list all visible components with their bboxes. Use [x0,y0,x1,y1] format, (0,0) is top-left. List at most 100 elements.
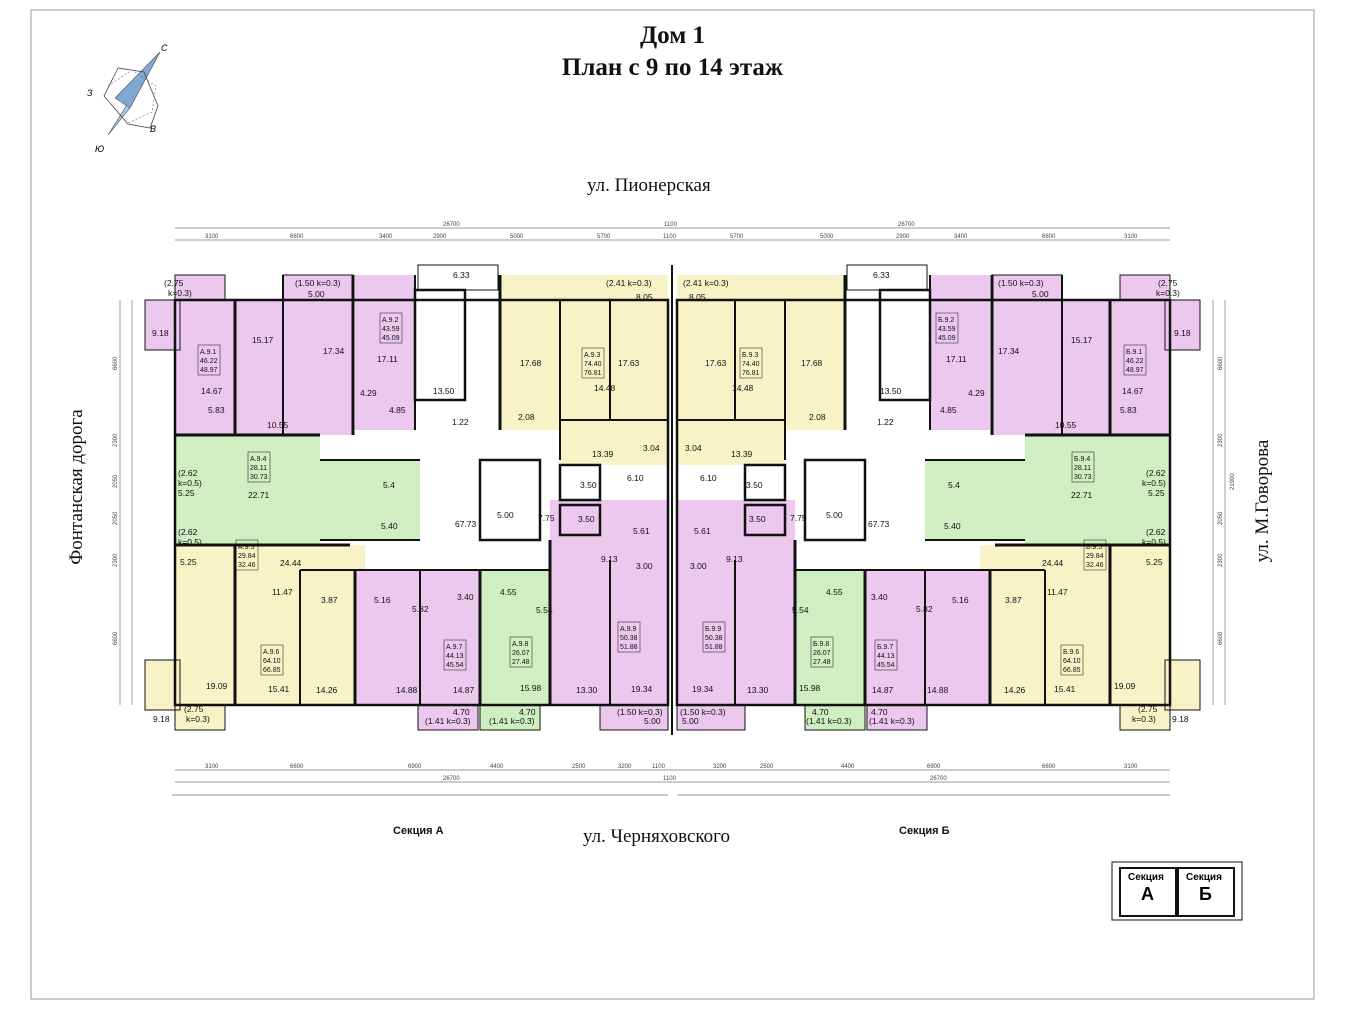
svg-text:9.18: 9.18 [153,714,170,724]
svg-text:5.00: 5.00 [826,510,843,520]
svg-text:17.68: 17.68 [520,358,542,368]
svg-text:(1.50 k=0.3): (1.50 k=0.3) [295,278,341,288]
svg-text:10.55: 10.55 [267,420,289,430]
section-a-fills [145,275,668,730]
svg-text:4400: 4400 [490,764,504,770]
svg-text:48.97: 48.97 [200,367,218,374]
svg-text:24.44: 24.44 [280,558,302,568]
svg-text:5.54: 5.54 [792,605,809,615]
svg-text:14.87: 14.87 [453,685,475,695]
svg-text:Б.9.2: Б.9.2 [938,317,954,324]
svg-text:5.82: 5.82 [916,604,933,614]
svg-text:1.22: 1.22 [452,417,469,427]
dimension-labels: 26700 26700 1100 3100 6600 3400 2900 500… [205,222,1138,782]
svg-text:2300: 2300 [1218,433,1224,447]
svg-text:А.9.5: А.9.5 [238,544,254,551]
svg-text:14.88: 14.88 [927,685,949,695]
svg-text:67.73: 67.73 [455,519,477,529]
svg-text:19.09: 19.09 [206,681,228,691]
svg-text:5700: 5700 [730,234,744,240]
svg-text:(2.75: (2.75 [1158,278,1178,288]
svg-text:15.41: 15.41 [1054,684,1076,694]
svg-text:50.38: 50.38 [620,635,638,642]
svg-text:1.22: 1.22 [877,417,894,427]
svg-text:6600: 6600 [113,356,119,370]
svg-text:2900: 2900 [896,234,910,240]
svg-text:(1.50 k=0.3): (1.50 k=0.3) [617,707,663,717]
svg-text:17.34: 17.34 [323,346,345,356]
svg-text:5000: 5000 [820,234,834,240]
svg-text:3.40: 3.40 [457,592,474,602]
svg-text:1100: 1100 [664,222,678,228]
svg-text:76.81: 76.81 [742,370,760,377]
svg-text:15.98: 15.98 [799,683,821,693]
svg-text:k=0.5): k=0.5) [1142,478,1166,488]
svg-text:26700: 26700 [443,776,460,782]
svg-text:28.11: 28.11 [250,465,267,472]
svg-text:3100: 3100 [1124,234,1138,240]
svg-text:15.17: 15.17 [1071,335,1093,345]
svg-text:6600: 6600 [290,764,304,770]
svg-text:(2.62: (2.62 [1146,527,1166,537]
svg-text:5700: 5700 [597,234,611,240]
svg-text:(2.62: (2.62 [1146,468,1166,478]
svg-text:5.61: 5.61 [633,526,650,536]
svg-text:5.54: 5.54 [536,605,553,615]
svg-text:k=0.3): k=0.3) [1156,288,1180,298]
svg-text:13.50: 13.50 [880,386,902,396]
svg-text:15.41: 15.41 [268,684,290,694]
svg-text:9.13: 9.13 [726,554,743,564]
svg-text:66.85: 66.85 [1063,667,1081,674]
svg-text:6.33: 6.33 [873,270,890,280]
svg-text:6600: 6600 [1042,234,1056,240]
svg-text:11.47: 11.47 [272,587,293,597]
svg-text:26.07: 26.07 [813,650,831,657]
svg-text:k=0.5): k=0.5) [178,478,202,488]
svg-text:8.05: 8.05 [689,292,706,302]
svg-text:21900: 21900 [1230,473,1236,490]
svg-text:19.34: 19.34 [631,684,653,694]
svg-text:(2.75: (2.75 [1138,704,1158,714]
svg-text:А.9.6: А.9.6 [263,649,279,656]
svg-text:(1.41 k=0.3): (1.41 k=0.3) [806,716,852,726]
svg-text:4.70: 4.70 [871,707,888,717]
svg-text:9.13: 9.13 [601,554,618,564]
svg-text:22.71: 22.71 [248,490,270,500]
side-dimensions: 6600 2300 2050 2050 2300 6600 6600 2300 … [113,356,1236,645]
svg-text:28.11: 28.11 [1074,465,1091,472]
svg-text:3400: 3400 [379,234,393,240]
svg-text:3400: 3400 [954,234,968,240]
svg-text:5.00: 5.00 [682,716,699,726]
svg-text:3.04: 3.04 [643,443,660,453]
compass-n: С [161,43,168,53]
svg-text:(2.41 k=0.3): (2.41 k=0.3) [606,278,652,288]
svg-text:А: А [1141,884,1154,904]
svg-text:Б.9.4: Б.9.4 [1074,456,1090,463]
svg-text:8.05: 8.05 [636,292,653,302]
svg-text:(1.50 k=0.3): (1.50 k=0.3) [998,278,1044,288]
svg-text:k=0.5): k=0.5) [1142,537,1166,547]
svg-text:67.73: 67.73 [868,519,890,529]
svg-text:13.39: 13.39 [592,449,614,459]
svg-text:27.48: 27.48 [512,659,530,666]
svg-text:9.18: 9.18 [1172,714,1189,724]
svg-text:44.13: 44.13 [446,653,464,660]
svg-text:17.11: 17.11 [946,354,967,364]
svg-text:5.40: 5.40 [944,521,961,531]
svg-text:А.9.2: А.9.2 [382,317,398,324]
street-bottom-label: ул. Черняховского [583,826,730,847]
street-top-label: ул. Пионерская [587,175,711,196]
svg-text:45.09: 45.09 [938,335,956,342]
svg-text:5.00: 5.00 [308,289,325,299]
svg-text:9.18: 9.18 [1174,328,1191,338]
svg-text:3.40: 3.40 [871,592,888,602]
svg-text:19.34: 19.34 [692,684,714,694]
svg-text:А.9.9: А.9.9 [620,626,636,633]
svg-text:5.25: 5.25 [178,488,195,498]
svg-text:13.39: 13.39 [731,449,753,459]
